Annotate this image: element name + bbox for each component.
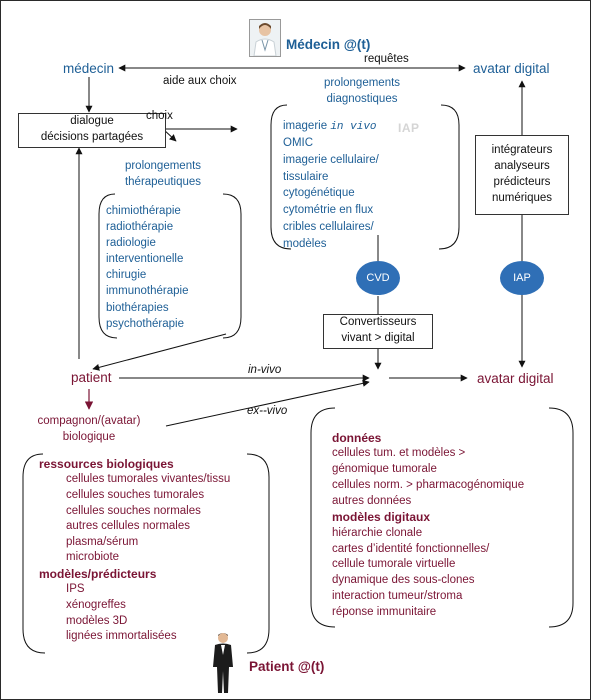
prolongements-diagnostiques-label: prolongements diagnostiques: [323, 77, 401, 105]
diag-item-5: cytométrie en flux: [283, 204, 374, 217]
biological-resources: ressources biologiques cellules tumorale…: [39, 456, 230, 645]
data-bracket-left: [310, 407, 336, 628]
bio-item: xénogreffes: [66, 599, 126, 611]
bio-item: plasma/sérum: [66, 535, 139, 548]
doctor-portrait-icon: [249, 19, 281, 57]
therapy-item-3: interventionelle: [106, 253, 184, 266]
converters-box: Convertisseurs vivant > digital: [323, 314, 433, 349]
therapy-patient-arrow: [92, 333, 227, 371]
bio-item: lignées immortalisées: [66, 630, 177, 643]
patient-label: patient: [71, 370, 112, 385]
requetes-label: requêtes: [364, 53, 409, 65]
in-vivo-label: in-vivo: [248, 364, 282, 376]
integrators-box: intégrateurs analyseurs prédicteurs numé…: [475, 135, 569, 215]
data-item: génomique tumorale: [332, 463, 437, 476]
bio-bracket-left: [22, 453, 46, 654]
bio-heading-2: modèles/prédicteurs: [39, 567, 157, 582]
data-item: cellules norm. > pharmacogénomique: [332, 478, 525, 491]
diag-item-6: cribles cellulaires/: [283, 220, 374, 233]
data-bracket-right: [548, 407, 574, 628]
medecin-label: médecin: [63, 61, 115, 76]
bio-item: autres cellules normales: [66, 520, 191, 533]
patient-figure-icon: [213, 633, 233, 693]
data-item: dynamique des sous-clones: [332, 574, 475, 587]
data-item: interaction tumeur/stroma: [332, 589, 463, 602]
bio-item: cellules tumorales vivantes/tissu: [66, 473, 231, 486]
aide-aux-choix-label: aide aux choix: [163, 75, 237, 87]
iap-ellipse: IAP: [500, 261, 544, 295]
diag-item-2: imagerie cellulaire/: [283, 153, 379, 166]
bio-item: microbiote: [66, 551, 120, 564]
exvivo-arrow: [165, 379, 370, 427]
bio-item: cellules souches normales: [66, 504, 201, 517]
iap-ghost-label: IAP: [398, 121, 420, 135]
compagnon-label: compagnon/(avatar) biologique: [37, 415, 141, 443]
data-item: réponse immunitaire: [332, 605, 437, 618]
diag-item-3: tissulaire: [283, 170, 329, 183]
diagnostic-list: imagerie in vivo OMIC imagerie cellulair…: [283, 118, 379, 253]
data-item: cartes d’identité fonctionnelles/: [332, 542, 490, 555]
choix-label: choix: [146, 110, 173, 122]
diag-item-7: modèles: [283, 237, 327, 250]
therapy-item-0: chimiothérapie: [106, 205, 181, 217]
medecin-at-t-title: Médecin @(t): [286, 37, 371, 52]
therapy-item-5: immunothérapie: [106, 285, 189, 298]
therapy-bracket-right: [222, 193, 242, 339]
diag-item-4: cytogénétique: [283, 187, 355, 200]
bio-heading-1: ressources biologiques: [39, 457, 174, 471]
data-item: hiérarchie clonale: [332, 526, 423, 539]
bio-item: modèles 3D: [66, 614, 128, 627]
therapy-item-6: biothérapies: [106, 301, 169, 314]
patient-at-t-title: Patient @(t): [249, 659, 325, 674]
data-item: autres données: [332, 494, 412, 507]
therapy-item-2: radiologie: [106, 237, 156, 250]
therapy-item-1: radiothérapie: [106, 221, 174, 234]
bio-item: IPS: [66, 583, 85, 596]
avatar-digital-bottom: avatar digital: [477, 371, 554, 386]
diag-bracket-left: [270, 104, 292, 250]
therapeutic-list: chimiothérapie radiothérapie radiologie …: [106, 203, 188, 332]
diag-bracket-right: [438, 104, 460, 250]
data-models: données cellules tum. et modèles > génom…: [332, 430, 524, 620]
therapy-item-4: chirugie: [106, 269, 147, 282]
therapy-bracket-left: [98, 193, 118, 339]
therapy-item-7: psychothérapie: [106, 317, 184, 330]
dialogue-box: dialogue décisions partagées: [18, 113, 166, 148]
avatar-digital-top: avatar digital: [473, 61, 550, 76]
data-item: cellule tumorale virtuelle: [332, 558, 456, 571]
data-item: cellules tum. et modèles >: [332, 447, 466, 460]
cvd-ellipse: CVD: [356, 261, 400, 295]
bio-bracket-right: [246, 453, 270, 654]
data-heading-2: modèles digitaux: [332, 510, 431, 525]
ex-vivo-label: ex--vivo: [247, 405, 288, 417]
data-heading-1: données: [332, 431, 382, 445]
diag-item-1: OMIC: [283, 137, 314, 150]
diag-item-0: imagerie in vivo: [283, 120, 377, 133]
prolongements-therapeutiques-label: prolongements thérapeutiques: [124, 160, 202, 188]
bio-item: cellules souches tumorales: [66, 488, 205, 501]
